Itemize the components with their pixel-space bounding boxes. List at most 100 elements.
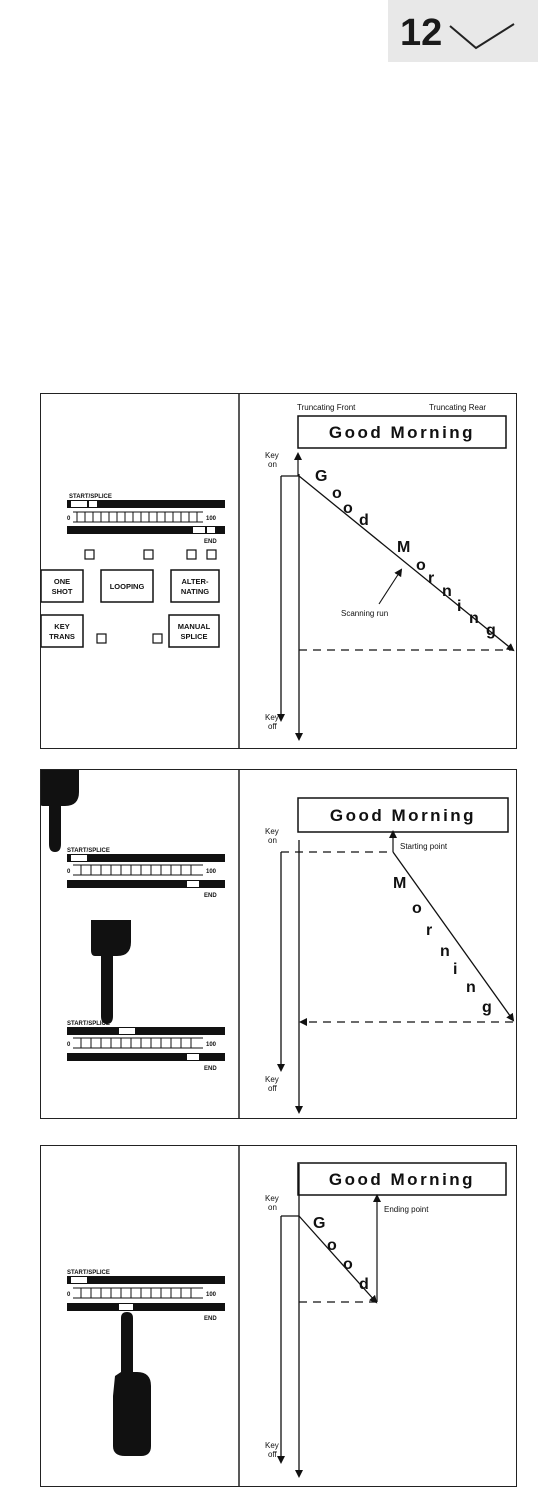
svg-text:MANUAL: MANUAL [178,622,211,631]
svg-text:o: o [327,1237,337,1254]
good-morning-box: Good Morning [297,415,507,449]
end-slider[interactable] [187,881,199,887]
key-off-label-2: off [268,1450,278,1459]
scanning-run-label: Scanning run [341,609,388,618]
scale-min-label: 0 [67,869,71,875]
end-label: END [204,1316,217,1322]
check-mark-icon [449,23,515,50]
key-trans-lamp [96,633,107,644]
control-panel: START/SPLICE 0 100 END ONE [41,494,225,648]
alternating-lamp-2 [206,549,217,560]
svg-text:r: r [428,570,434,587]
alternating-button[interactable]: ALTER- NATING [170,569,220,603]
one-shot-lamp [84,549,95,560]
scale-ruler [73,1287,203,1299]
svg-text:o: o [416,557,426,574]
svg-text:SPLICE: SPLICE [180,632,207,641]
key-off-label: Key [265,1441,279,1450]
svg-text:o: o [332,485,342,502]
svg-text:o: o [412,900,422,917]
end-label-2: END [204,1066,217,1072]
manual-splice-button[interactable]: MANUAL SPLICE [168,614,220,648]
starting-point-label: Starting point [400,842,448,851]
ending-point-label: Ending point [384,1205,429,1214]
scale-min-label: 0 [67,516,71,522]
svg-text:M: M [393,875,406,892]
svg-text:ALTER-: ALTER- [182,577,209,586]
start-splice-label: START/SPLICE [67,848,110,854]
scale-max-label: 100 [206,516,217,522]
panel-truncating: START/SPLICE 0 100 END ONE [40,393,517,749]
panel-ending-point: START/SPLICE 0 100 END Good Morning Key … [40,1145,517,1487]
scan-letters: G o o d M o r n i n g [315,468,496,639]
looping-lamp [143,549,154,560]
scale-max-label: 100 [206,1292,217,1298]
start-splice-label-2: START/SPLICE [67,1021,110,1027]
svg-text:G: G [315,468,327,485]
svg-text:Good Morning: Good Morning [329,1170,475,1189]
svg-text:i: i [453,961,457,978]
svg-text:g: g [486,622,496,639]
svg-text:g: g [482,999,492,1016]
key-on-label: Key [265,827,279,836]
svg-text:r: r [426,922,432,939]
scale-min-label-2: 0 [67,1042,71,1048]
key-off-label-2: off [268,722,278,731]
scale-ruler-2 [73,1037,203,1049]
scan-line [298,475,515,652]
page-number: 12 [400,12,443,54]
scan-letters: G o o d [313,1215,369,1293]
svg-text:o: o [343,500,353,517]
start-splice-label: START/SPLICE [67,1270,110,1276]
one-shot-button[interactable]: ONE SHOT [41,569,84,603]
svg-text:Good Morning: Good Morning [329,423,475,442]
scan-line [392,851,515,1022]
svg-text:KEY: KEY [54,622,69,631]
truncating-front-label: Truncating Front [297,403,356,412]
key-on-label-2: on [268,836,277,845]
key-on-label-2: on [268,1203,277,1212]
end-slider[interactable] [193,527,205,533]
good-morning-box: Good Morning [297,1162,507,1196]
key-off-label: Key [265,713,279,722]
page-number-badge [388,0,538,62]
scan-line [298,1215,378,1304]
svg-text:NATING: NATING [181,587,209,596]
scanning-run-pointer [378,568,403,605]
scan-letters: M o r n i n g [393,875,492,1016]
key-on-label-2: on [268,460,277,469]
end-slider[interactable] [119,1304,133,1310]
start-splice-slider-2[interactable] [119,1028,135,1034]
key-on-label: Key [265,1194,279,1203]
start-splice-slider[interactable] [71,501,87,507]
svg-text:d: d [359,512,369,529]
start-splice-label: START/SPLICE [69,494,112,500]
svg-text:n: n [442,583,452,600]
scale-max-label-2: 100 [206,1042,217,1048]
svg-text:n: n [466,979,476,996]
svg-text:n: n [440,943,450,960]
start-splice-slider[interactable] [71,855,87,861]
svg-text:LOOPING: LOOPING [110,582,145,591]
key-trans-button[interactable]: KEY TRANS [41,614,84,648]
scale-max-label: 100 [206,869,217,875]
svg-text:n: n [469,610,479,627]
svg-text:G: G [313,1215,325,1232]
svg-text:ONE: ONE [54,577,70,586]
good-morning-box: Good Morning [297,797,509,833]
key-on-label: Key [265,451,279,460]
panel-starting-point: START/SPLICE 0 100 END START/SPLICE 0 10… [40,769,517,1119]
key-off-label-2: off [268,1084,278,1093]
svg-text:TRANS: TRANS [49,632,75,641]
looping-button[interactable]: LOOPING [100,569,154,603]
scale-min-label: 0 [67,1292,71,1298]
end-label: END [204,893,217,899]
manual-splice-lamp [152,633,163,644]
alternating-lamp [186,549,197,560]
end-slider-2[interactable] [187,1054,199,1060]
end-label: END [204,539,217,545]
scale-ruler [73,864,203,876]
start-splice-slider[interactable] [71,1277,87,1283]
hand-pointer-icon [113,1312,151,1456]
svg-text:SHOT: SHOT [52,587,73,596]
